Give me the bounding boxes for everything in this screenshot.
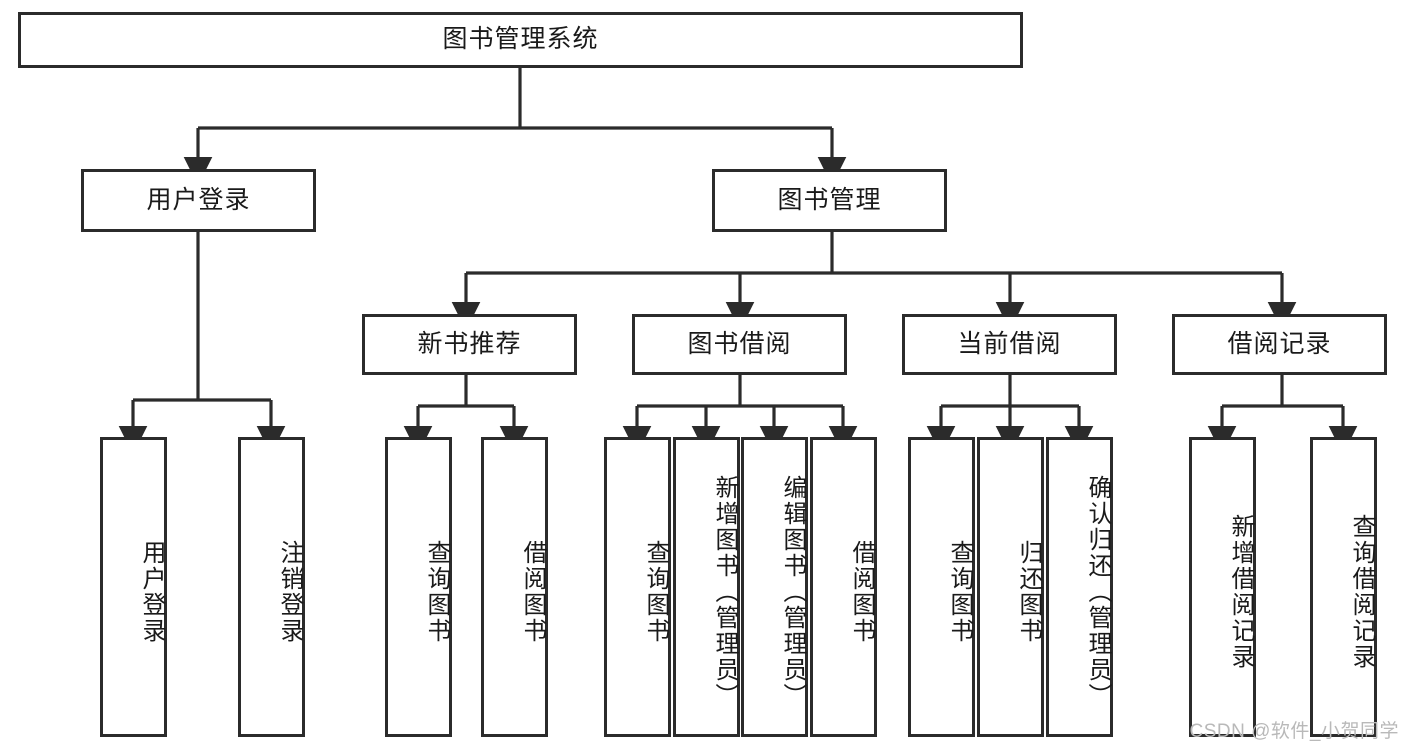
leaf-user-login-login[interactable]: 用户登录 — [100, 437, 167, 737]
node-user-login-label: 用户登录 — [146, 185, 251, 214]
node-root-system[interactable]: 图书管理系统 — [18, 12, 1023, 68]
leaf-new-book-borrow[interactable]: 借阅图书 — [481, 437, 548, 737]
leaf-label: 归还图书 — [1015, 540, 1042, 644]
leaf-borrow-add-book[interactable]: 新增图书（管理员） — [673, 437, 740, 737]
leaf-label: 查询图书 — [946, 540, 973, 644]
node-book-management-label: 图书管理 — [777, 185, 882, 214]
leaf-user-login-logout[interactable]: 注销登录 — [238, 437, 305, 737]
node-borrow-record[interactable]: 借阅记录 — [1172, 314, 1387, 375]
leaf-record-add[interactable]: 新增借阅记录 — [1189, 437, 1256, 737]
node-new-book-recommend[interactable]: 新书推荐 — [362, 314, 577, 375]
leaf-label: 新增图书（管理员） — [711, 475, 738, 709]
leaf-borrow-borrow-book[interactable]: 借阅图书 — [810, 437, 877, 737]
node-root-system-label: 图书管理系统 — [442, 25, 599, 54]
leaf-label: 用户登录 — [138, 540, 165, 644]
leaf-label: 新增借阅记录 — [1227, 514, 1254, 670]
leaf-current-confirm-return[interactable]: 确认归还（管理员） — [1046, 437, 1113, 737]
node-current-borrow[interactable]: 当前借阅 — [902, 314, 1117, 375]
leaf-label: 借阅图书 — [848, 540, 875, 644]
leaf-label: 编辑图书（管理员） — [779, 475, 806, 709]
node-current-borrow-label: 当前借阅 — [957, 329, 1062, 358]
leaf-record-query[interactable]: 查询借阅记录 — [1310, 437, 1377, 737]
node-borrow-record-label: 借阅记录 — [1227, 329, 1332, 358]
leaf-label: 借阅图书 — [519, 540, 546, 644]
leaf-label: 查询借阅记录 — [1348, 514, 1375, 670]
node-new-book-recommend-label: 新书推荐 — [417, 329, 522, 358]
node-book-borrow[interactable]: 图书借阅 — [632, 314, 847, 375]
node-book-borrow-label: 图书借阅 — [687, 329, 792, 358]
leaf-borrow-edit-book[interactable]: 编辑图书（管理员） — [741, 437, 808, 737]
leaf-label: 确认归还（管理员） — [1084, 475, 1111, 709]
node-book-management[interactable]: 图书管理 — [712, 169, 947, 232]
leaf-current-query-book[interactable]: 查询图书 — [908, 437, 975, 737]
leaf-new-book-query[interactable]: 查询图书 — [385, 437, 452, 737]
node-user-login[interactable]: 用户登录 — [81, 169, 316, 232]
leaf-label: 查询图书 — [642, 540, 669, 644]
leaf-label: 查询图书 — [423, 540, 450, 644]
watermark: CSDN @软件_小贺同学 — [1189, 721, 1399, 742]
leaf-borrow-query-book[interactable]: 查询图书 — [604, 437, 671, 737]
leaf-current-return-book[interactable]: 归还图书 — [977, 437, 1044, 737]
leaf-label: 注销登录 — [276, 540, 303, 644]
